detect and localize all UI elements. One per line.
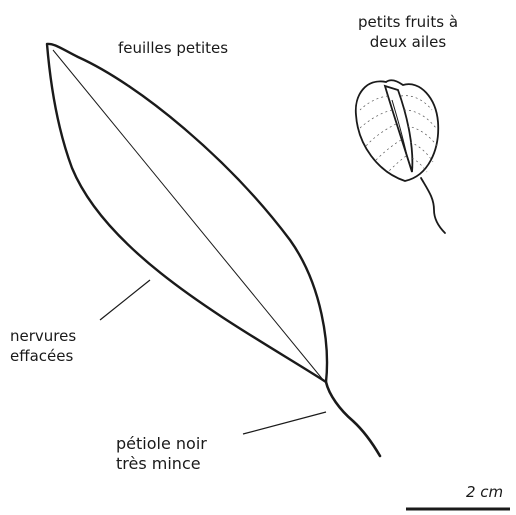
petiole-label: pétiole noir très mince: [116, 434, 207, 474]
fruit-wings-outline: [356, 80, 438, 181]
fruit-wing-veins: [360, 96, 437, 172]
leaf-midrib: [53, 50, 324, 381]
leaves-label: feuilles petites: [118, 38, 228, 58]
veins-label-line2: effacées: [10, 346, 76, 366]
fruit-label-line1: petits fruits à: [338, 12, 478, 32]
petiole-pointer-line: [243, 412, 326, 434]
winged-fruit: [356, 80, 445, 233]
veins-label-line1: nervures: [10, 326, 76, 346]
leaf-petiole: [326, 382, 380, 456]
fruit-label-line2: deux ailes: [338, 32, 478, 52]
fruit-stalk: [421, 178, 445, 233]
veins-label: nervures effacées: [10, 326, 76, 366]
petiole-label-line1: pétiole noir: [116, 434, 207, 454]
fruit-label: petits fruits à deux ailes: [338, 12, 478, 52]
petiole-label-line2: très mince: [116, 454, 207, 474]
scale-bar-label: 2 cm: [466, 482, 503, 502]
fruit-seed-inner: [392, 100, 408, 160]
veins-pointer-line: [100, 280, 150, 320]
